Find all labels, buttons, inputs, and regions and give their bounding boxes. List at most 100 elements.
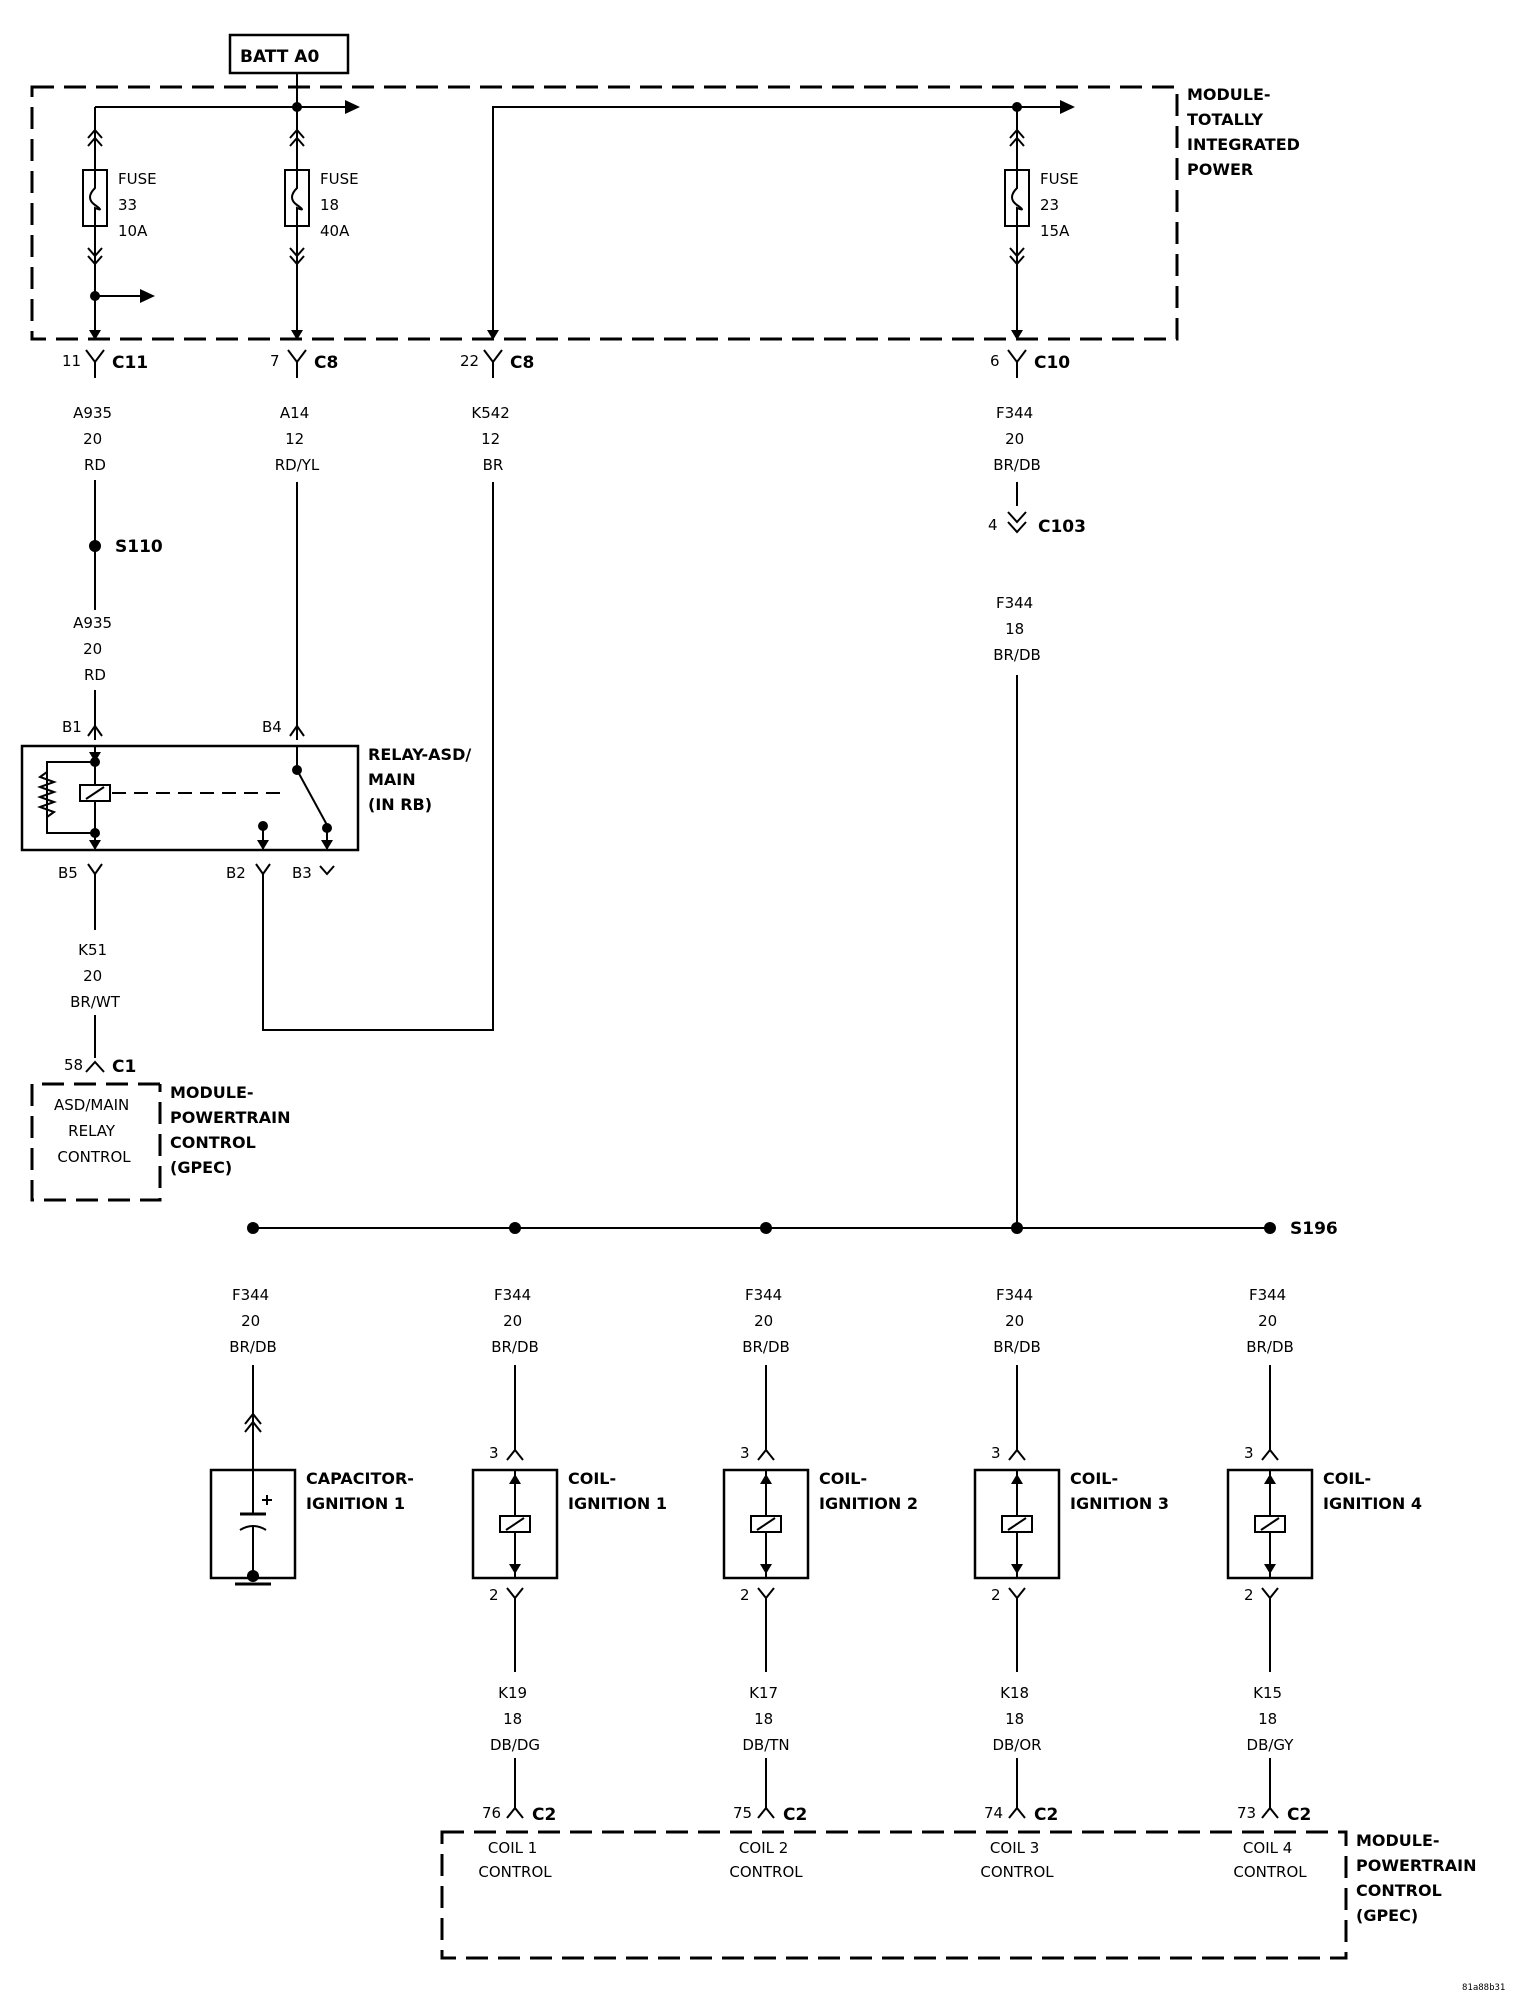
svg-text:3: 3 [489,1444,499,1462]
connector-fork-icon [87,724,103,737]
fuse-element-icon [89,170,101,226]
arrow-down-icon [487,330,499,340]
svg-text:2: 2 [991,1586,1001,1604]
pcm-bottom-module-outline [440,1830,1348,1960]
svg-text:C10: C10 [1034,353,1070,373]
connector-fork-icon [85,1060,105,1073]
connector-fork-icon [506,1587,524,1600]
k542-wire [262,482,494,1031]
arrow-down-icon [89,330,101,340]
capacitor-label: CAPACITOR- IGNITION 1 [306,1469,420,1513]
relay-asd-main: B1 B4 RELAY-ASD/ MAIN (IN RB) B5 [20,718,471,890]
svg-text:2: 2 [1244,1586,1254,1604]
arrow-down-icon [509,1564,521,1574]
wire-label: F344 20 BR/DB [491,1286,539,1356]
arrow-down-icon [257,840,269,850]
bus-node-dot [1011,1222,1023,1234]
chevron-icon [1009,128,1025,147]
bus-node-dot [509,1222,521,1234]
connector-c11: 11 C11 [62,349,148,378]
connector-fork-icon [506,1806,524,1819]
splice-s196-label: S196 [1290,1219,1338,1239]
arrow-down-icon [321,840,333,850]
ground-node-dot [247,1570,259,1582]
coil-label: COIL- IGNITION 3 [1070,1469,1169,1513]
connector-fork-icon [757,1806,775,1819]
control-label: COIL 1 CONTROL [478,1839,552,1881]
connector-c1: 58 C1 [64,1056,136,1077]
branch-arrow-icon [140,289,155,303]
pcm-top-inner-label: ASD/MAIN RELAY CONTROL [54,1096,134,1166]
fuse-23-label: FUSE 23 15A [1040,170,1083,240]
connector-c10: 6 C10 [990,349,1070,378]
wire-label-f344-18: F344 18 BR/DB [993,594,1041,664]
svg-text:C11: C11 [112,353,148,373]
relay-box [20,744,360,852]
svg-text:6: 6 [990,352,1000,370]
coil-slash [505,1517,525,1531]
svg-text:75: 75 [733,1804,752,1822]
connector-fork-icon [483,349,503,378]
chevron-icon [87,247,103,266]
connector-fork-icon [85,349,105,378]
svg-text:11: 11 [62,352,81,370]
fuse-element-icon [291,170,303,226]
arrow-down-icon [89,840,101,850]
coil-label: COIL- IGNITION 1 [568,1469,667,1513]
connector-fork-icon [1261,1587,1279,1600]
arrow-down-icon [760,1564,772,1574]
relay-resistor-wire [46,761,95,834]
control-label: COIL 4 CONTROL [1233,1839,1307,1881]
branch-coil-1: F344 20 BR/DB 3 COIL- IGNITION 1 2 K19 1… [471,1286,667,1881]
figure-id: 81a88b31 [1462,1983,1505,1993]
connector-fork-icon [1008,1587,1026,1600]
svg-text:76: 76 [482,1804,501,1822]
control-label: COIL 2 CONTROL [729,1839,803,1881]
connector-fork-icon [1261,1806,1279,1819]
wire-label-a14: A14 12 RD/YL [275,404,320,474]
svg-text:B1: B1 [62,718,82,736]
pcm-top-module-label: MODULE- POWERTRAIN CONTROL (GPEC) [170,1083,296,1177]
chevron-icon [289,128,305,147]
wire-label: F344 20 BR/DB [229,1286,277,1356]
svg-text:C2: C2 [1034,1805,1058,1825]
fuse-element-icon [1011,170,1023,226]
arrow-down-icon [291,330,303,340]
coil-label: COIL- IGNITION 4 [1323,1469,1422,1513]
connector-fork-icon [319,865,335,876]
chevron-icon [244,1412,262,1433]
pcm-top-module-outline [30,1082,162,1202]
arrow-up-icon [509,1474,521,1484]
wire-label-f344: F344 20 BR/DB [993,404,1041,474]
svg-text:4: 4 [988,516,998,534]
branch-coil-3: F344 20 BR/DB 3 COIL- IGNITION 3 2 K18 1… [973,1286,1169,1881]
connector-c8-22: 22 C8 [460,349,534,378]
bus-arrow-icon [1060,100,1075,114]
svg-text:B4: B4 [262,718,282,736]
batt-label: BATT A0 [240,47,319,67]
bus-arrow-icon [345,100,360,114]
connector-fork-icon [757,1587,775,1600]
tipm-module-label: MODULE- TOTALLY INTEGRATED POWER [1187,85,1305,179]
chevron-icon [1007,511,1027,534]
out-wire-label: K15 18 DB/GY [1247,1684,1295,1754]
svg-text:2: 2 [489,1586,499,1604]
svg-text:3: 3 [740,1444,750,1462]
out-wire-label: K18 18 DB/OR [992,1684,1041,1754]
svg-text:B2: B2 [226,864,246,882]
svg-text:74: 74 [984,1804,1003,1822]
connector-c103: 4 C103 [988,511,1086,537]
control-label: COIL 3 CONTROL [980,1839,1054,1881]
resistor-icon [37,771,57,818]
arrow-down-icon [1011,1564,1023,1574]
svg-text:C8: C8 [314,353,338,373]
svg-text:C1: C1 [112,1057,136,1077]
arrow-up-icon [1011,1474,1023,1484]
connector-fork-icon [1008,1806,1026,1819]
plus-icon [262,1495,272,1505]
coil-slash [1260,1517,1280,1531]
coil-label: COIL- IGNITION 2 [819,1469,918,1513]
svg-text:73: 73 [1237,1804,1256,1822]
tipm-module-outline [30,85,1179,341]
bus-node-dot [760,1222,772,1234]
